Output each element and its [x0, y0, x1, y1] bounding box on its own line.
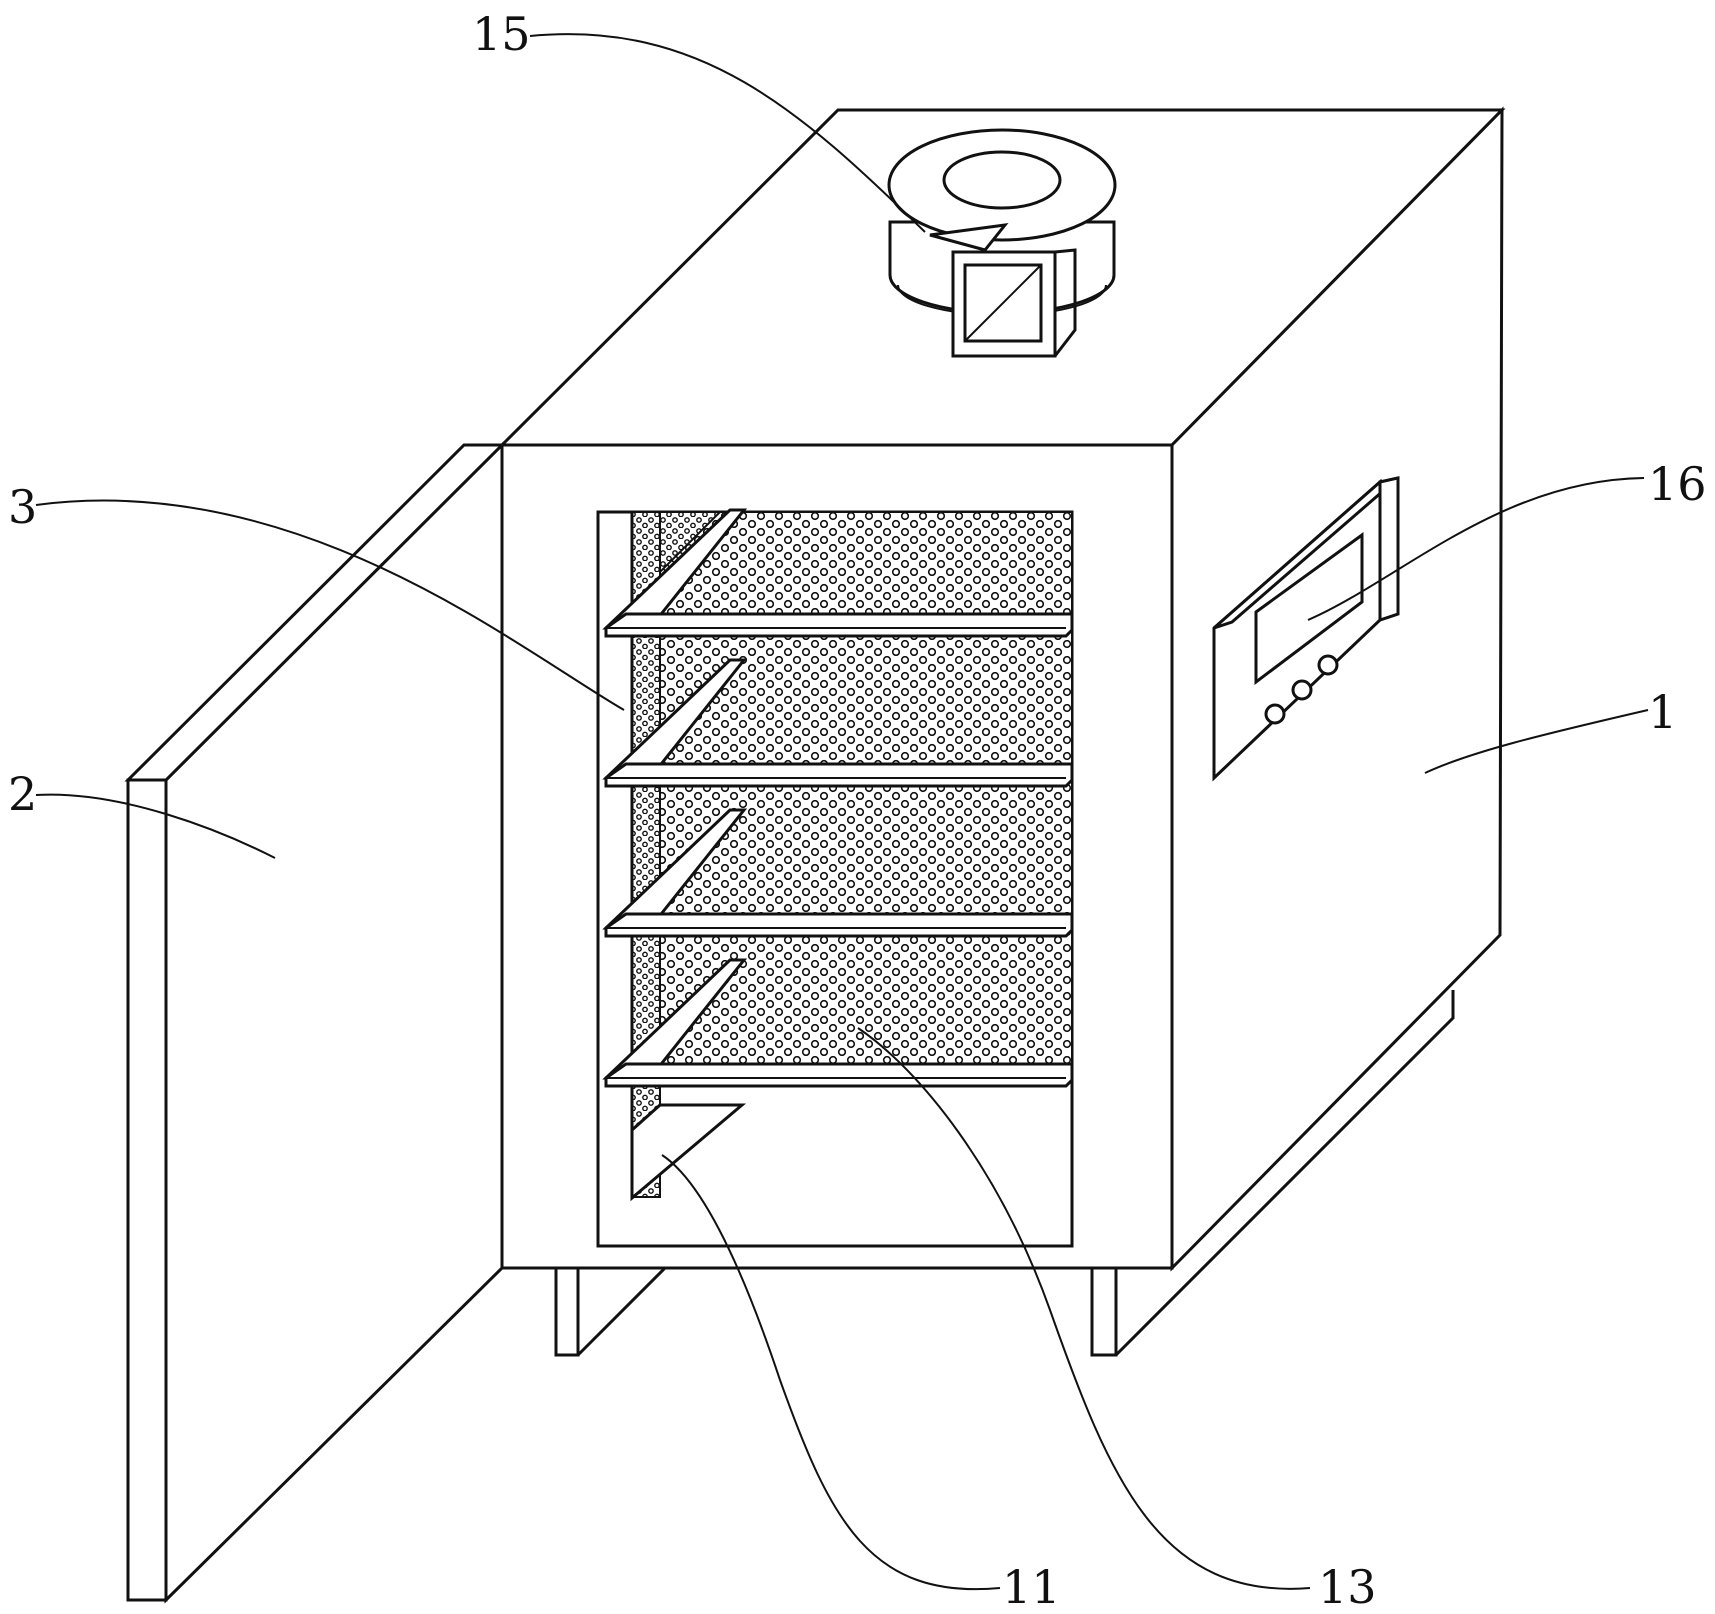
leader-16 [1307, 477, 1645, 621]
leader-15 [529, 33, 926, 233]
control-knob-1 [1264, 703, 1286, 725]
blower-inlet [942, 150, 1062, 210]
control-knob-2 [1291, 679, 1313, 701]
shelf-tray [604, 912, 1074, 938]
callout-labels: 15 16 3 1 2 11 13 [8, 7, 1707, 1614]
leg-front-left-side [576, 1266, 667, 1357]
callout-1: 1 [1648, 685, 1677, 739]
leader-1 [1424, 709, 1649, 774]
blower-outlet-diagonal [964, 264, 1042, 342]
callout-13: 13 [1318, 1560, 1377, 1614]
leader-13 [857, 1027, 1311, 1590]
door-panel [164, 441, 504, 1604]
callout-2: 2 [8, 767, 37, 821]
callout-16: 16 [1648, 457, 1707, 511]
shelf-tray [604, 762, 1074, 788]
leg-front-right-side [1114, 990, 1455, 1357]
callout-11: 11 [1002, 1560, 1061, 1614]
blower-outlet-notch [929, 223, 1009, 252]
blower-outlet-side [1053, 248, 1077, 357]
control-panel-screen [1254, 532, 1364, 686]
bottom-brace [630, 1103, 747, 1202]
callout-3: 3 [8, 480, 37, 534]
callout-15: 15 [472, 7, 531, 61]
door-edge [126, 778, 168, 1602]
shelf-tray [604, 612, 1074, 638]
blower-fan [887, 128, 1117, 358]
leg-front-left [554, 1268, 580, 1357]
drying-chamber [596, 508, 1074, 1248]
leader-11 [661, 1154, 1001, 1591]
leg-front-right [1090, 1268, 1118, 1357]
open-door [124, 441, 506, 1604]
control-knob-3 [1317, 654, 1339, 676]
shelf-group [602, 508, 1074, 1088]
leader-lines [35, 33, 1649, 1591]
leader-2 [35, 793, 276, 859]
cabinet-legs [554, 990, 1455, 1357]
shelf-tray [604, 1062, 1074, 1088]
control-panel-side [1378, 476, 1400, 623]
leader-3 [35, 499, 625, 711]
control-panel [1212, 476, 1400, 782]
